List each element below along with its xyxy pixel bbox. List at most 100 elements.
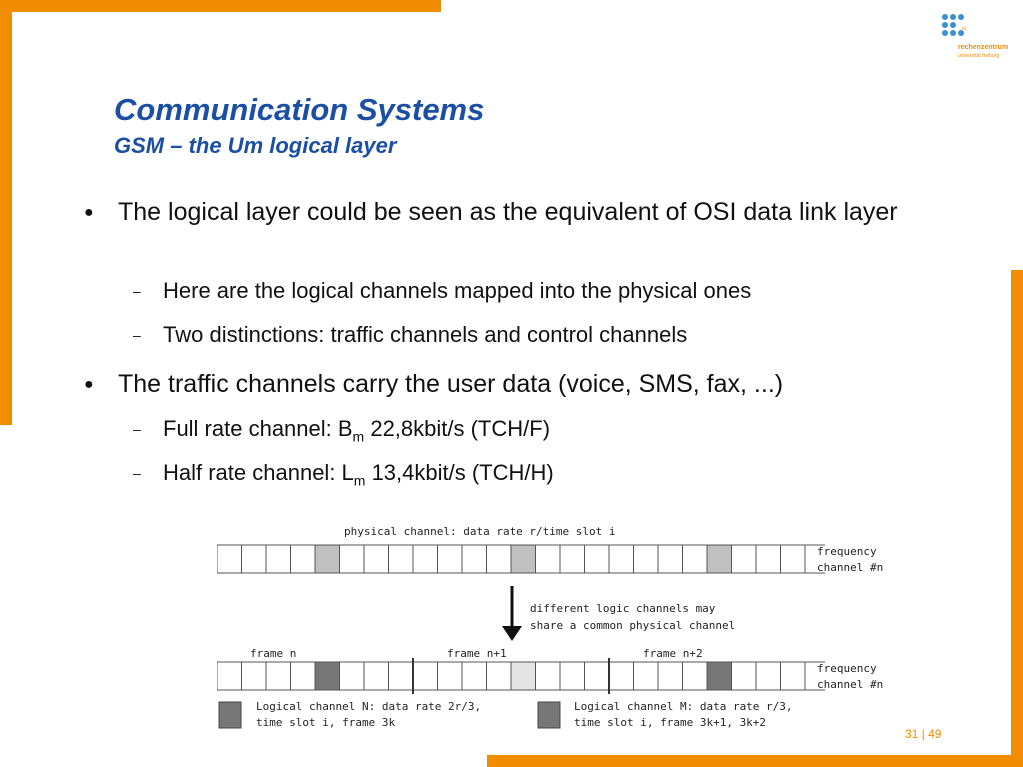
time-slot: [412, 661, 438, 691]
orange-top-bar: [0, 0, 441, 12]
time-slot: [706, 661, 732, 691]
frame-n2-label: frame n+2: [643, 647, 703, 660]
diagram-graphics: [217, 544, 825, 729]
sub-bullet-text-end: 13,4kbit/s (TCH/H): [365, 460, 554, 485]
sub-bullet-distinctions: – Two distinctions: traffic channels and…: [133, 321, 688, 349]
sub-bullet-text: Two distinctions: traffic channels and c…: [163, 322, 688, 347]
physical-channel-strip: [217, 544, 825, 574]
time-slot: [706, 544, 732, 574]
logo-subtitle: universität freiburg: [958, 53, 1000, 59]
sub-bullet-half-rate: – Half rate channel: Lm 13,4kbit/s (TCH/…: [133, 459, 554, 494]
sub-bullet-dash: –: [133, 465, 141, 481]
time-slot: [486, 661, 512, 691]
slide-subtitle: GSM – the Um logical layer: [114, 133, 397, 158]
time-slot: [633, 661, 659, 691]
time-slot: [633, 544, 659, 574]
channel-mapping-diagram: physical channel: data rate r/time slot …: [217, 520, 907, 735]
slide-title: Communication Systems: [114, 92, 485, 127]
time-slot: [412, 544, 438, 574]
sub-bullet-text-start: Full rate channel: B: [163, 416, 353, 441]
legend-m-line-1: Logical channel M: data rate r/3,: [574, 700, 793, 713]
subscript: m: [353, 472, 366, 489]
frequency-label-top: frequency: [817, 545, 877, 558]
time-slot: [731, 661, 757, 691]
time-slot: [339, 544, 365, 574]
time-slot: [388, 544, 414, 574]
time-slot: [437, 544, 463, 574]
bullet-logical-layer: ● The logical layer could be seen as the…: [84, 197, 918, 228]
time-slot: [217, 544, 242, 574]
legend-m-line-2: time slot i, frame 3k+1, 3k+2: [574, 716, 767, 729]
time-slot: [780, 661, 806, 691]
time-slot: [290, 661, 316, 691]
sub-bullet-full-rate: – Full rate channel: Bm 22,8kbit/s (TCH/…: [133, 415, 550, 450]
time-slot: [339, 661, 365, 691]
bullet-text: The logical layer could be seen as the e…: [118, 198, 898, 226]
time-slot: [437, 661, 463, 691]
mapping-arrow-head: [502, 626, 522, 641]
frame-n-label: frame n: [250, 647, 297, 660]
time-slot: [461, 544, 487, 574]
time-slot: [657, 661, 683, 691]
time-slot: [388, 661, 414, 691]
time-slot: [755, 661, 781, 691]
rz-logo: [938, 14, 998, 64]
time-slot: [780, 544, 806, 574]
bullet-text: The traffic channels carry the user data…: [118, 370, 784, 398]
frame-n1-label: frame n+1: [447, 647, 507, 660]
orange-bottom-bar: [487, 755, 1023, 767]
time-slot: [731, 544, 757, 574]
physical-channel-label: physical channel: data rate r/time slot …: [344, 525, 616, 538]
legend-swatch-m: [537, 701, 561, 729]
sub-bullet-dash: –: [133, 421, 141, 437]
sub-bullet-mapping: – Here are the logical channels mapped i…: [133, 277, 752, 305]
logical-channel-strip: [217, 658, 825, 694]
sub-bullet-dash: –: [133, 327, 141, 343]
time-slot: [682, 544, 708, 574]
time-slot: [559, 661, 585, 691]
time-slot: [584, 661, 610, 691]
time-slot: [241, 661, 267, 691]
time-slot: [241, 544, 267, 574]
arrow-caption-2: share a common physical channel: [530, 619, 736, 632]
time-slot: [363, 661, 389, 691]
channel-label-top: channel #n: [817, 561, 884, 574]
legend-n-line-2: time slot i, frame 3k: [256, 716, 396, 729]
time-slot: [559, 544, 585, 574]
time-slot: [510, 661, 536, 691]
sub-bullet-text: Here are the logical channels mapped int…: [163, 278, 752, 303]
orange-right-bar: [1011, 270, 1023, 767]
time-slot: [657, 544, 683, 574]
time-slot: [510, 544, 536, 574]
time-slot: [314, 544, 340, 574]
time-slot: [486, 544, 512, 574]
subscript: m: [352, 428, 365, 445]
time-slot: [608, 544, 634, 574]
logo-name: rechenzentrum: [958, 44, 1009, 51]
legend-swatch-n: [218, 701, 242, 729]
time-slot: [608, 661, 634, 691]
time-slot: [217, 661, 242, 691]
time-slot: [584, 544, 610, 574]
time-slot: [535, 544, 561, 574]
time-slot: [265, 661, 291, 691]
page-number: 31 | 49: [905, 727, 942, 741]
time-slot: [682, 661, 708, 691]
channel-label-bottom: channel #n: [817, 678, 884, 691]
time-slot: [535, 661, 561, 691]
bullet-traffic-channels: ● The traffic channels carry the user da…: [84, 369, 918, 400]
sub-bullet-dash: –: [133, 283, 141, 299]
frequency-label-bottom: frequency: [817, 662, 877, 675]
arrow-caption-1: different logic channels may: [530, 602, 716, 615]
bullet-dot: ●: [84, 376, 94, 393]
logo-small-text: rz: [962, 26, 967, 32]
time-slot: [314, 661, 340, 691]
time-slot: [265, 544, 291, 574]
time-slot: [363, 544, 389, 574]
sub-bullet-text-start: Half rate channel: L: [163, 460, 354, 485]
time-slot: [461, 661, 487, 691]
legend-n-line-1: Logical channel N: data rate 2r/3,: [256, 700, 482, 713]
time-slot: [290, 544, 316, 574]
bullet-dot: ●: [84, 204, 94, 221]
orange-left-bar: [0, 0, 12, 425]
